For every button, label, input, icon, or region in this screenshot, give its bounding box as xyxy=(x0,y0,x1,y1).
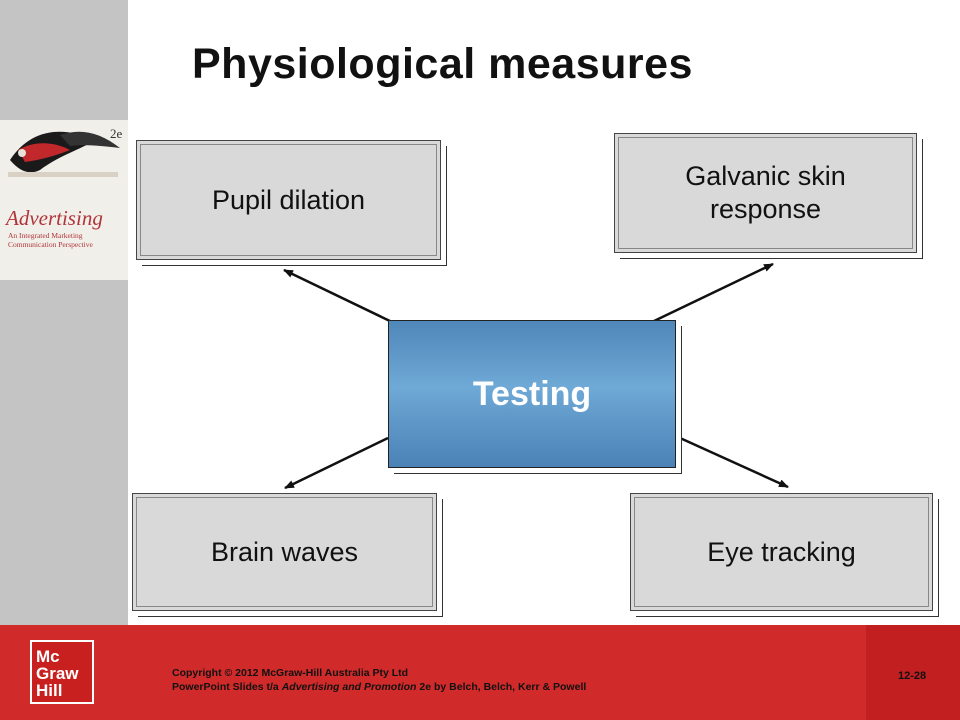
cover-subtitle: An Integrated Marketing Communication Pe… xyxy=(8,231,93,249)
arrow-to-galvanic-skin-response xyxy=(651,262,774,324)
connector-arrows xyxy=(283,262,789,490)
credit-line: PowerPoint Slides t/a Advertising and Pr… xyxy=(172,680,586,694)
center-testing-label: Testing xyxy=(472,374,592,413)
arrow-to-eye-tracking xyxy=(679,436,789,489)
slide-number: 12-28 xyxy=(898,670,927,682)
cover-artwork xyxy=(10,131,120,173)
credit-prefix: PowerPoint Slides t/a xyxy=(172,681,282,693)
left-sidebar xyxy=(0,0,128,625)
box-galvanic-skin-response-label: Galvanic skin response xyxy=(685,160,846,226)
box-brain-waves-label: Brain waves xyxy=(210,536,359,567)
copyright-line: Copyright © 2012 McGraw-Hill Australia P… xyxy=(172,666,586,680)
copyright-rest: 2012 McGraw-Hill Australia Pty Ltd xyxy=(232,667,409,679)
arrow-to-brain-waves xyxy=(284,436,389,490)
box-galvanic-skin-response: Galvanic skin response xyxy=(614,133,917,253)
slide-title: Physiological measures xyxy=(192,40,693,88)
box-eye-tracking-label: Eye tracking xyxy=(707,536,856,567)
galvanic-line-1: Galvanic skin xyxy=(685,161,846,191)
cover-divider xyxy=(8,172,118,177)
copyright-text: Copyright © 2012 McGraw-Hill Australia P… xyxy=(172,666,586,694)
logo-line-3: Hill xyxy=(36,681,63,700)
copyright-symbol: © xyxy=(224,667,233,679)
credit-suffix: 2e by Belch, Belch, Kerr & Powell xyxy=(416,681,587,693)
footer-bar xyxy=(0,625,960,720)
cover-edition: 2e xyxy=(110,126,123,141)
cover-title: Advertising xyxy=(6,206,103,230)
slide-number-strip xyxy=(866,625,960,720)
arrow-to-pupil-dilation xyxy=(283,268,393,324)
logo-line-1: Mc xyxy=(36,647,60,666)
logo-line-2: Graw xyxy=(36,664,79,683)
box-eye-tracking: Eye tracking xyxy=(630,493,933,611)
copyright-prefix: Copyright xyxy=(172,667,225,679)
credit-book-title: Advertising and Promotion xyxy=(281,681,417,693)
box-brain-waves: Brain waves xyxy=(132,493,437,611)
center-testing-box: Testing xyxy=(388,320,676,468)
box-pupil-dilation: Pupil dilation xyxy=(136,140,441,260)
book-cover-image: 2e Advertising An Integrated Marketing C… xyxy=(0,120,128,280)
box-pupil-dilation-label: Pupil dilation xyxy=(211,184,366,215)
mcgraw-hill-logo: Mc Graw Hill xyxy=(30,640,94,704)
galvanic-line-2: response xyxy=(709,194,822,224)
